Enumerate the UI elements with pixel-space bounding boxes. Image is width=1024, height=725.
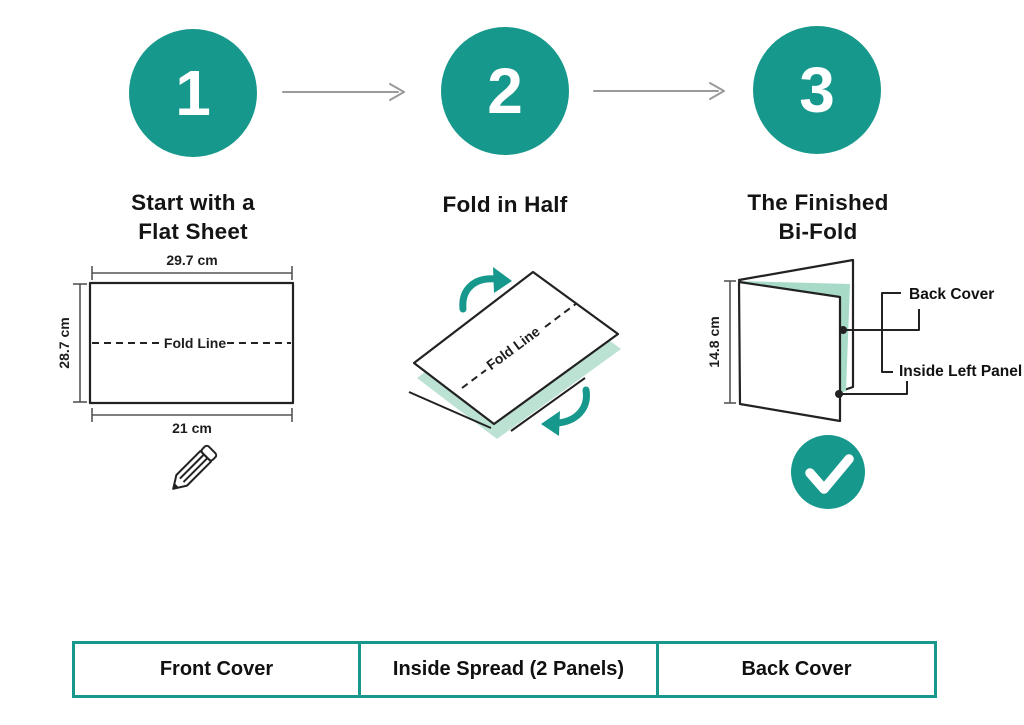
panel-cell-front-cover: Front Cover: [159, 658, 274, 680]
arrow-right-icon: [282, 83, 405, 101]
flat-sheet-top-dimension: 29.7 cm: [166, 252, 217, 268]
step-2-badge: 2: [441, 27, 569, 155]
panel-cell-inside-spread: Inside Spread (2 Panels): [358, 644, 656, 695]
flat-sheet-left-dimension: 28.7 cm: [56, 317, 72, 368]
step-3-number: 3: [799, 54, 835, 126]
step-3-title-line2: Bi-Fold: [778, 218, 858, 244]
panel-cell-back-cover: Back Cover: [656, 644, 934, 695]
step-1-title-line2: Flat Sheet: [138, 218, 248, 244]
check-circle-icon: [791, 435, 865, 509]
fold-in-half-drawing: Fold Line: [408, 267, 621, 439]
pencil-icon: [172, 444, 218, 490]
flat-sheet-bottom-dimension: 21 cm: [172, 420, 212, 436]
step-2-title-line1: Fold in Half: [442, 192, 568, 217]
callout-back-cover: Back Cover: [909, 286, 994, 303]
step-1-title-line1: Start with a: [131, 190, 255, 215]
curved-arrow-icon: [459, 267, 512, 313]
panel-layout-table: Front Cover Inside Spread (2 Panels) Bac…: [72, 641, 937, 698]
finished-bifold-drawing: 14.8 cm Back Cover Inside Left Panel: [706, 258, 1022, 423]
step-3-badge: 3: [753, 26, 881, 154]
step-2-number: 2: [487, 55, 523, 127]
step-1-title: Start with a Flat Sheet: [63, 189, 323, 246]
front-panel-outline: [737, 280, 842, 423]
arrow-right-icon: [593, 82, 725, 100]
finished-height-dimension: 14.8 cm: [706, 316, 722, 367]
step-1-badge: 1: [129, 29, 257, 157]
step-2-title: Fold in Half: [375, 191, 635, 220]
flat-sheet-drawing: Fold Line 29.7 cm 21 cm 28.7 cm: [56, 252, 295, 436]
step-3-title: The Finished Bi-Fold: [688, 189, 948, 246]
step-1-number: 1: [175, 57, 211, 129]
flat-sheet-outline: [88, 281, 295, 405]
curved-arrow-icon: [541, 386, 590, 436]
step-3-title-line1: The Finished: [747, 190, 889, 215]
flat-sheet-fold-line-label: Fold Line: [164, 335, 226, 351]
callout-inside-left-panel: Inside Left Panel: [899, 363, 1022, 380]
